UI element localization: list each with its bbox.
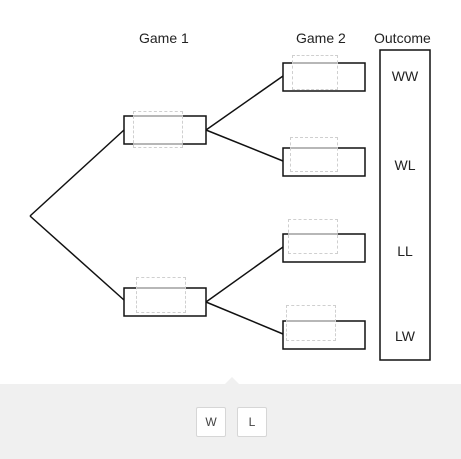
game2-dropzone-1[interactable] — [292, 55, 338, 90]
game2-dropzone-3[interactable] — [288, 219, 338, 254]
branch-root-to-top — [29, 129, 125, 217]
outcome-lw: LW — [395, 328, 415, 344]
header-outcome: Outcome — [374, 30, 431, 46]
branch-top-to-wl — [205, 129, 284, 162]
header-game-2: Game 2 — [296, 30, 346, 46]
tray-pointer — [224, 377, 240, 385]
answer-tray: W L — [0, 377, 461, 459]
game1-top-dropzone[interactable] — [133, 111, 183, 148]
branch-bottom-to-lw — [205, 301, 284, 335]
game1-bottom-dropzone[interactable] — [136, 277, 186, 313]
chip-l[interactable]: L — [237, 407, 267, 437]
game2-dropzone-2[interactable] — [290, 137, 338, 172]
outcome-column-box — [379, 49, 431, 361]
branch-top-to-ww — [205, 75, 284, 131]
chip-w[interactable]: W — [196, 407, 226, 437]
outcome-ll: LL — [397, 243, 413, 259]
outcome-ww: WW — [391, 68, 419, 84]
game2-dropzone-4[interactable] — [286, 305, 336, 341]
branch-bottom-to-ll — [205, 246, 284, 303]
branch-root-to-bottom — [29, 215, 125, 301]
outcome-wl: WL — [394, 157, 416, 173]
header-game-1: Game 1 — [139, 30, 189, 46]
